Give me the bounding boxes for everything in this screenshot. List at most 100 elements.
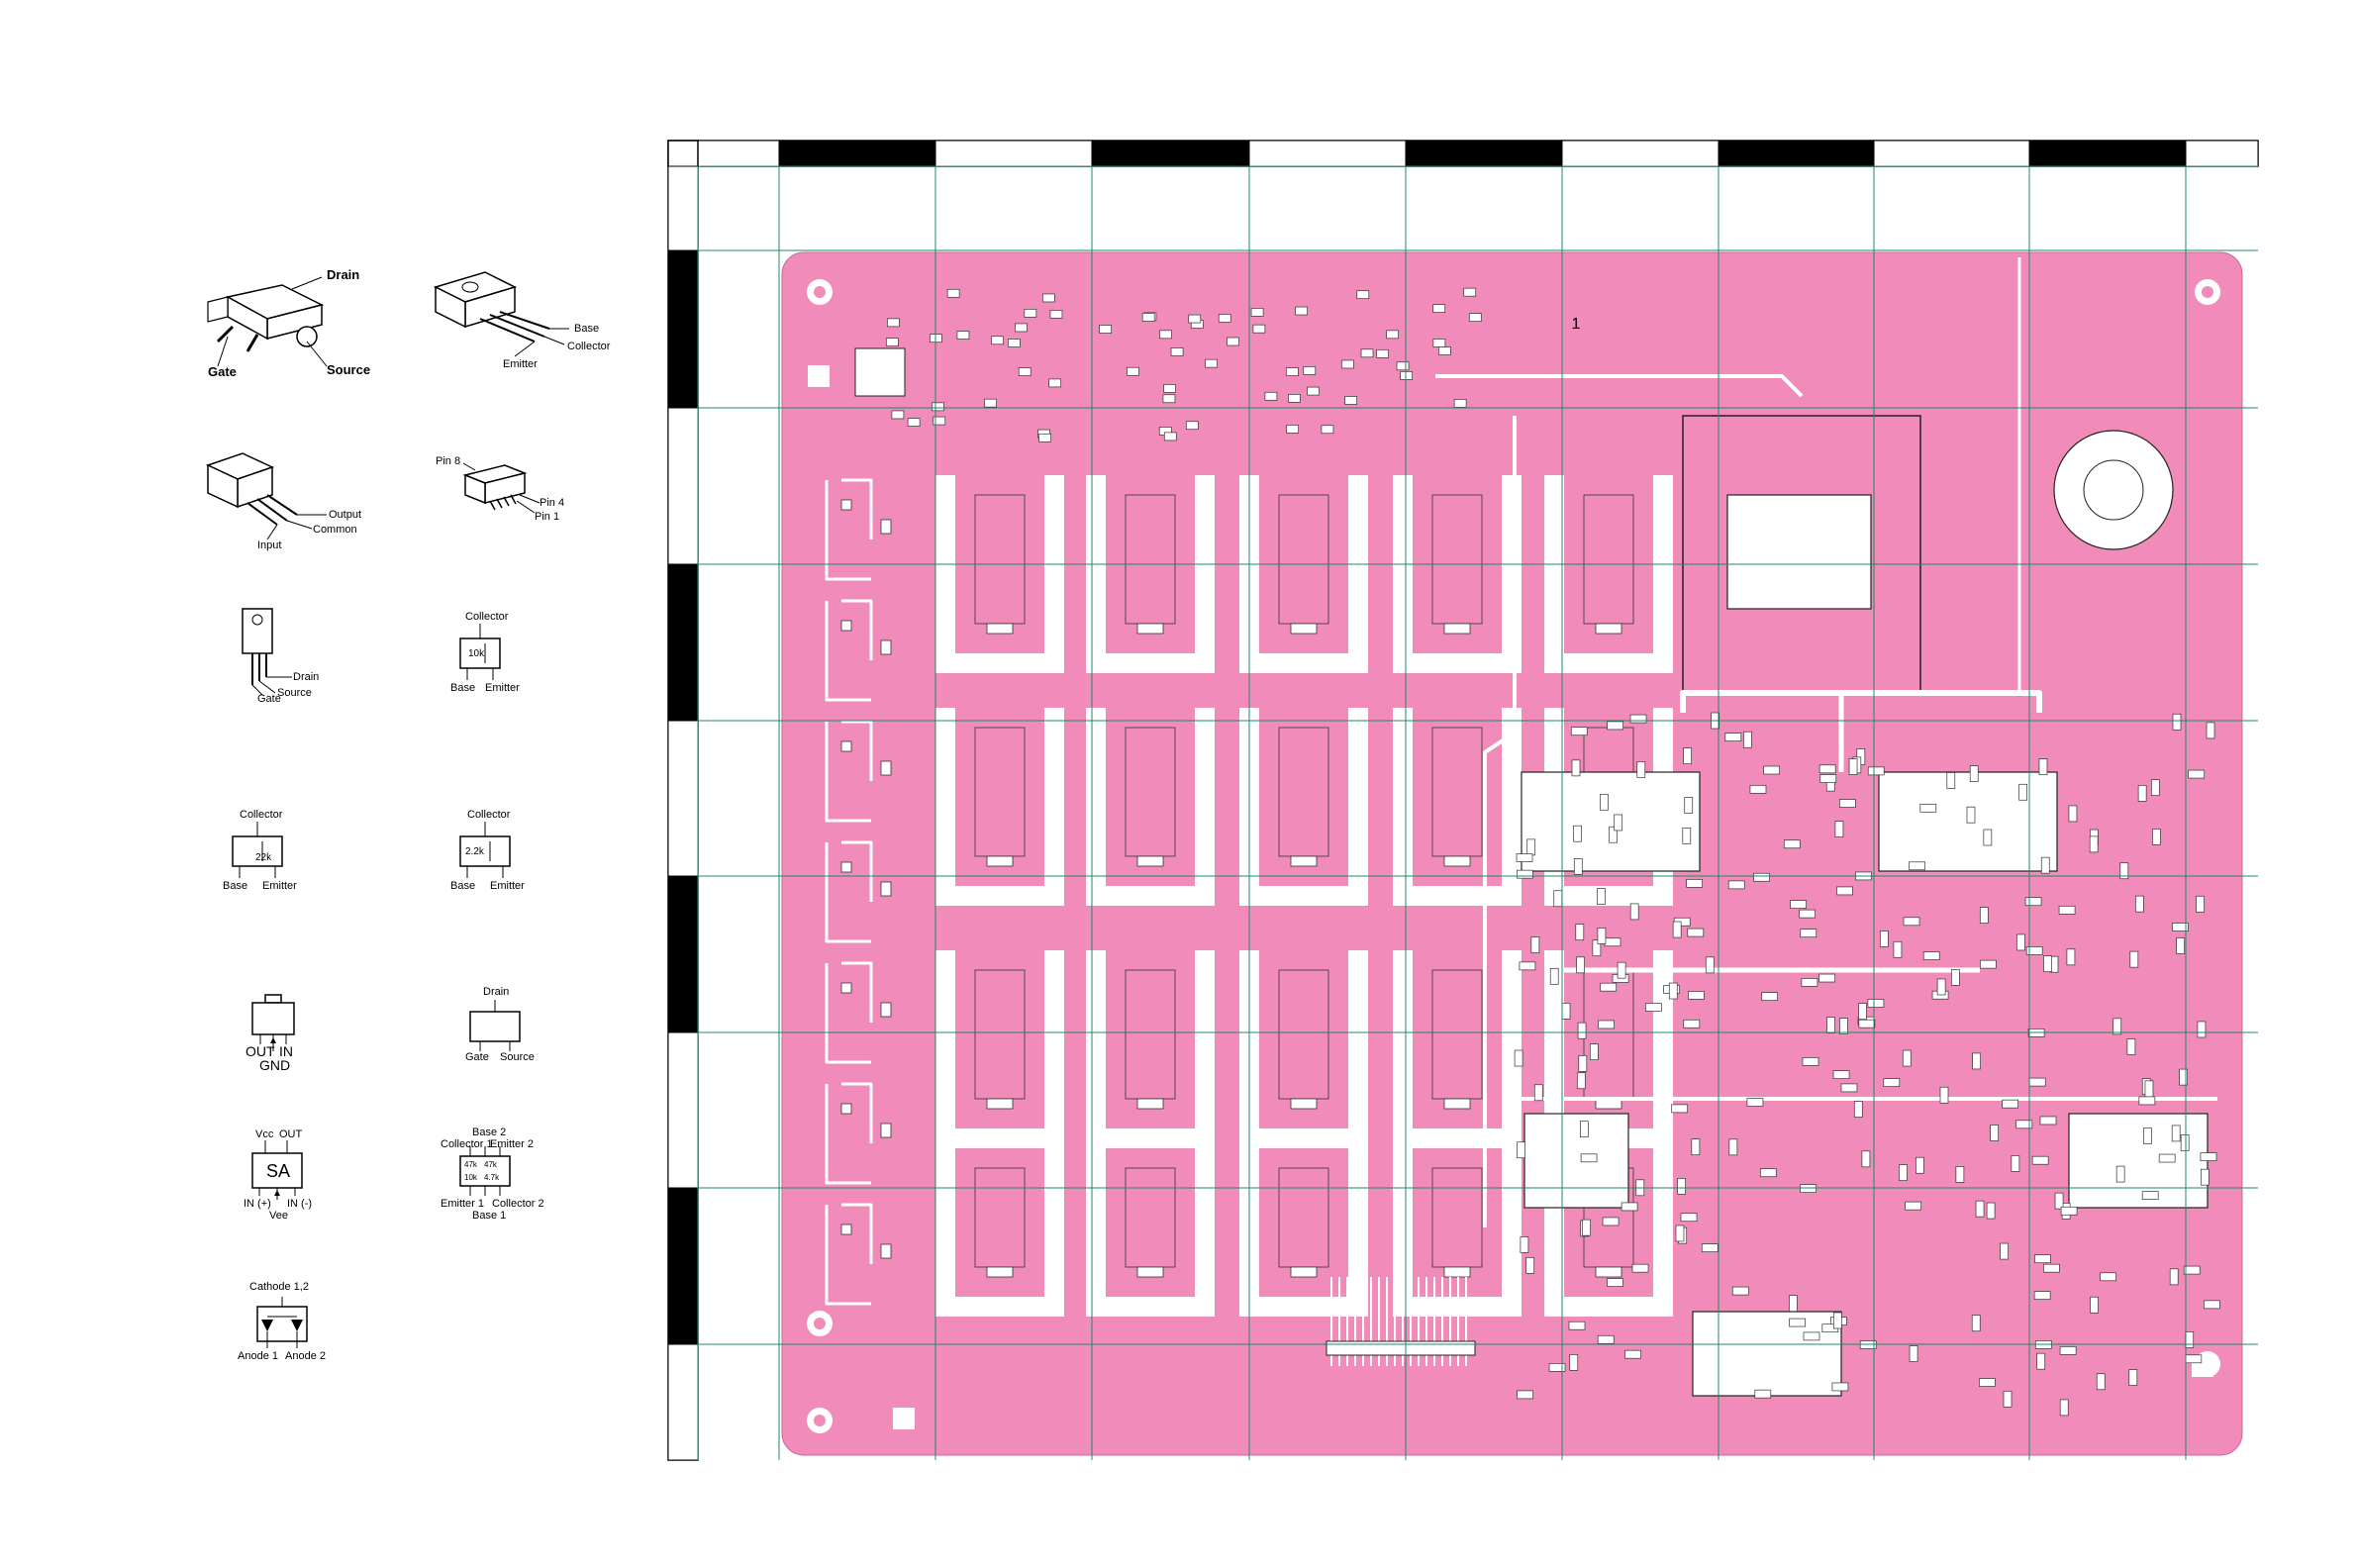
smd-component [1015,323,1028,333]
smd-component [891,410,905,420]
smd-component [1356,290,1370,300]
smd-component [1218,314,1231,323]
smd-component [1818,764,1836,774]
smd-component [1731,1286,1749,1296]
gnd-label: GND [259,1057,291,1073]
smd-component [1517,869,1533,879]
smd-component [933,416,946,426]
smd-component [1680,1213,1698,1223]
base2-label: Base 2 [472,1127,507,1138]
smd-component [885,338,899,346]
smd-component [2003,1390,2013,1408]
smd-component [2169,1268,2179,1286]
smd-component [1832,1312,1842,1329]
smd-component [1789,1318,1806,1327]
smd-component [1617,961,1626,979]
inductor-body [974,494,1026,625]
smd-component [1561,1003,1571,1020]
copper-trace [825,961,873,1064]
base-label: Base [450,682,476,694]
smd-pad [880,881,892,897]
ruler-cell [1248,140,1407,167]
smd-component [2002,1099,2018,1109]
smd-component [1576,1072,1586,1090]
smd-component [1629,714,1647,724]
smd-component [1675,1225,1685,1242]
smd-pad [880,760,892,776]
smd-pad [840,1224,852,1235]
smd-component [1705,956,1715,974]
smd-component [1861,1150,1871,1168]
smd-component [1038,433,1051,442]
smd-component [1576,956,1585,974]
smd-component [1607,721,1623,731]
smd-component [1831,1382,1849,1392]
smd-component [1571,759,1581,777]
in-minus-label: IN (-) [287,1198,313,1210]
copper-trace [1435,374,1804,398]
smd-component [1969,765,1979,782]
digital-transistor-icon [459,822,511,878]
inductor-body [1278,1167,1329,1268]
copper-trace [1483,416,1517,1227]
smd-component [2025,946,2043,955]
pcb-board [781,251,2243,1456]
smd-component [1790,900,1807,909]
smd-component [2185,1331,2195,1348]
coordinate-ruler [667,140,2259,1461]
smd-pad [986,623,1014,635]
smd-component [1979,1378,1996,1387]
dual-transistor-icon [459,1146,511,1196]
pin4-label: Pin 4 [540,497,565,509]
smd-component [1127,366,1139,376]
smd-component [1580,1153,1598,1163]
smd-component [887,318,900,328]
regulator-sot89-icon [251,994,295,1051]
inductor-track [1086,708,1215,906]
board-marker-label: 1 [1572,316,1581,333]
smd-component [1573,858,1583,875]
smd-component [2126,1038,2136,1055]
smd-component [1919,803,1937,813]
smd-component [2011,1155,2020,1172]
smd-component [2200,1168,2210,1186]
inductor-body [1278,969,1329,1100]
smd-component [1980,959,1997,969]
emitter2-label: Emitter 2 [490,1138,535,1150]
smd-component [2040,856,2050,874]
fet-sot23-icon [469,1000,521,1051]
smd-pad [840,740,852,752]
emitter-label: Emitter [262,880,297,892]
smd-component [1990,1125,1999,1141]
smd-component [1600,793,1609,811]
smd-component [1645,1003,1662,1012]
smd-component [1858,1003,1867,1020]
smd-component [1598,1020,1615,1029]
smd-component [1600,982,1618,992]
smd-component [1909,1345,1918,1362]
smd-component [2059,1345,2077,1355]
ruler-cell [667,1343,699,1461]
smd-component [1727,880,1745,890]
connector-block [854,347,906,397]
smd-component [2204,1300,2220,1310]
smd-component [1671,1104,1689,1114]
smd-pad [1136,1266,1164,1278]
gate-label: Gate [465,1051,489,1063]
smd-pad [880,519,892,535]
input-label: Input [257,539,282,551]
smd-component [1905,1201,1921,1211]
smd-component [1163,432,1177,441]
smd-component [1533,1084,1543,1102]
smd-pad [986,1266,1014,1278]
mosfet-to220-icon [242,608,292,696]
smd-component [1614,814,1623,832]
smd-component [1400,371,1413,380]
inductor-body [1583,494,1634,625]
smd-component [2018,783,2028,801]
collector1-label: Collector 1 [441,1138,493,1150]
smd-component [2135,895,2144,913]
smd-component [1746,1098,1764,1107]
smd-component [1631,1263,1649,1273]
smd-component [1922,951,1940,960]
